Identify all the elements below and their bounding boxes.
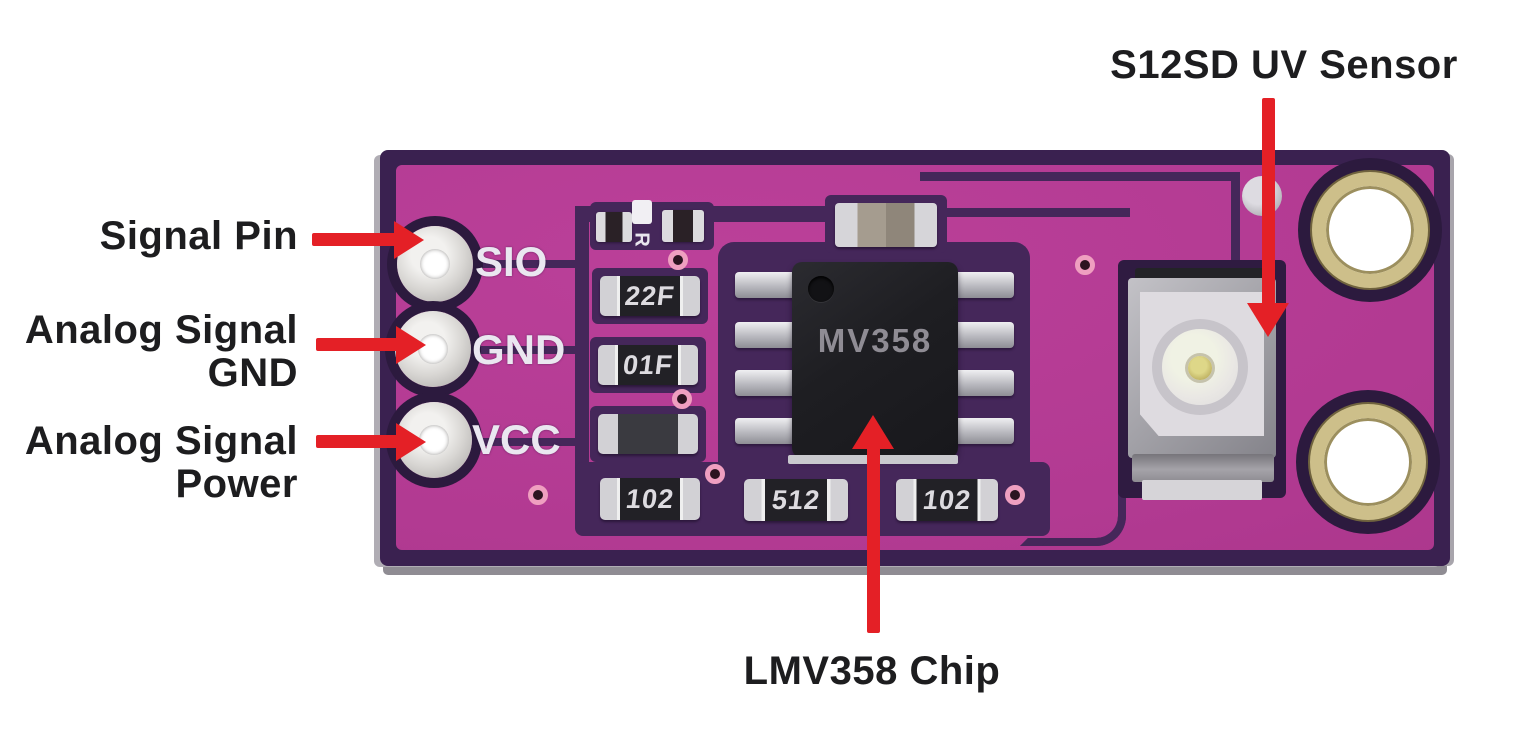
pad-sio: [397, 226, 473, 302]
via-5: [1005, 485, 1025, 505]
analog-signal-gnd-label: Analog Signal GND: [20, 309, 298, 395]
silkscreen-gnd: GND: [472, 326, 566, 373]
via-3: [528, 485, 548, 505]
sensor-arrow-shaft: [1262, 98, 1275, 305]
trace-to-sensor: [938, 208, 1130, 217]
chip-pin-right-1: [952, 272, 1014, 298]
uv-sensor-die: [1188, 356, 1212, 380]
uv-sensor-label: S12SD UV Sensor: [1034, 44, 1534, 87]
uv-sensor-label-text: S12SD UV Sensor: [1110, 43, 1458, 87]
capacitor-small-2: [662, 210, 704, 242]
solder-speck: [632, 200, 652, 224]
trace-pad-sio: [475, 260, 580, 268]
signal-pin-label-text: Signal Pin: [99, 214, 298, 258]
resistor-512-marking: 512: [770, 484, 822, 515]
mounting-hole-top: [1312, 172, 1428, 288]
silkscreen-vcc: VCC: [472, 416, 561, 463]
silkscreen-sio: SIO: [475, 238, 548, 285]
trace-top-right-line: [920, 172, 1240, 181]
resistor-01f: 01F: [598, 345, 698, 385]
analog-signal-power-label: Analog Signal Power: [20, 420, 298, 506]
capacitor-small-1: [596, 212, 632, 242]
chip-pin-left-1: [735, 272, 797, 298]
resistor-512: 512: [744, 479, 848, 521]
analog-signal-power-line2: Power: [175, 462, 298, 506]
resistor-01f-marking: 01F: [621, 349, 675, 380]
capacitor-top: [835, 203, 937, 247]
gnd-arrow-head: [396, 326, 426, 364]
via-2: [672, 389, 692, 409]
chip-pin-right-2: [952, 322, 1014, 348]
chip-pin1-dot: [808, 276, 834, 302]
mounting-hole-bottom: [1310, 404, 1426, 520]
analog-signal-gnd-line2: GND: [207, 351, 298, 395]
resistor-102-right-marking: 102: [921, 484, 973, 515]
chip-label: LMV358 Chip: [672, 650, 1072, 693]
trace-pad-vcc: [475, 438, 580, 446]
signal-pin-arrow-shaft: [312, 233, 396, 246]
signal-pin-label: Signal Pin: [40, 215, 298, 258]
via-4: [705, 464, 725, 484]
resistor-102-right: 102: [896, 479, 998, 521]
chip-pin-right-4: [952, 418, 1014, 444]
capacitor-unmarked: [598, 414, 698, 454]
chip-pin-left-3: [735, 370, 797, 396]
chip-arrow-shaft: [867, 447, 880, 633]
power-arrow-head: [396, 423, 426, 461]
power-arrow-shaft: [316, 435, 398, 448]
resistor-22f-marking: 22F: [623, 280, 677, 311]
trace-pad-gnd: [473, 346, 578, 354]
sensor-arrow-head: [1247, 303, 1289, 337]
analog-signal-power-line1: Analog Signal: [24, 419, 298, 463]
resistor-22f: 22F: [600, 276, 700, 316]
sensor-bottom-pad: [1142, 480, 1262, 500]
chip-pin-right-3: [952, 370, 1014, 396]
gnd-arrow-shaft: [316, 338, 398, 351]
chip-label-text: LMV358 Chip: [743, 649, 1001, 693]
via-6: [1075, 255, 1095, 275]
analog-signal-gnd-line1: Analog Signal: [24, 308, 298, 352]
resistor-102-left: 102: [600, 478, 700, 520]
chip-pin-left-2: [735, 322, 797, 348]
lmv358-chip: MV358: [792, 262, 958, 458]
chip-pin-left-4: [735, 418, 797, 444]
trace-top-right-drop: [1231, 172, 1240, 264]
silkscreen-r-designator: R: [630, 232, 653, 247]
trace-arc-inner: [1042, 402, 1126, 546]
signal-pin-arrow-head: [394, 221, 424, 259]
resistor-102-left-marking: 102: [624, 483, 676, 514]
sensor-solder-blob: [1132, 454, 1274, 482]
chip-arrow-head: [852, 415, 894, 449]
pcb-board: SIO GND VCC R 22F 01F 102 512: [380, 150, 1450, 566]
chip-marking-text: MV358: [817, 322, 933, 359]
via-1: [668, 250, 688, 270]
